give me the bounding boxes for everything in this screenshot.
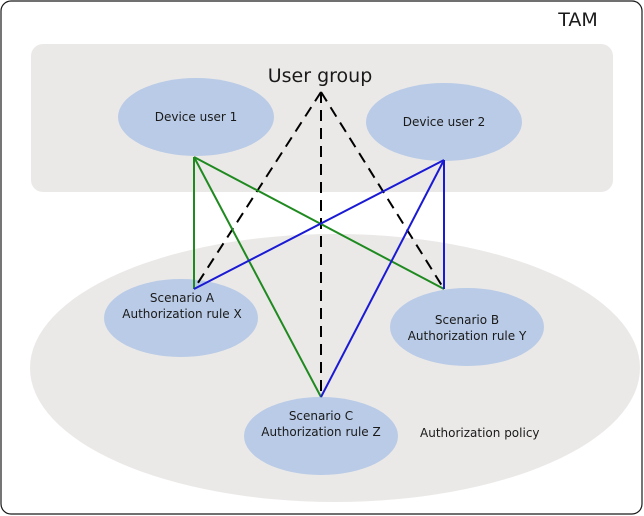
scenario-b-name: Scenario B bbox=[434, 313, 500, 327]
blue-link-device-user-2-scenario-c bbox=[320, 159, 445, 398]
device-user-1-node bbox=[118, 78, 274, 156]
device-user-2-node bbox=[366, 83, 522, 161]
scenario-c-rule: Authorization rule Z bbox=[261, 425, 381, 440]
scenario-a-label: Scenario A Authorization rule X bbox=[104, 290, 260, 322]
device-user-1-label: Device user 1 bbox=[154, 110, 238, 124]
scenario-a-node bbox=[104, 279, 258, 357]
green-link-device-user-1-scenario-b bbox=[193, 156, 445, 290]
scenario-b-label: Scenario B Authorization rule Y bbox=[389, 312, 545, 344]
blue-link-device-user-2-scenario-a bbox=[193, 159, 445, 290]
scenario-c-label: Scenario C Authorization rule Z bbox=[243, 408, 399, 440]
device-user-2-label: Device user 2 bbox=[402, 115, 486, 129]
authorization-policy-label: Authorization policy bbox=[420, 426, 540, 440]
scenario-c-node bbox=[244, 397, 398, 475]
scenario-a-name: Scenario A bbox=[149, 291, 215, 305]
scenario-c-name: Scenario C bbox=[288, 409, 354, 423]
dashed-link-user-group-scenario-b bbox=[320, 91, 445, 290]
green-link-device-user-1-scenario-c bbox=[193, 156, 322, 398]
scenario-b-rule: Authorization rule Y bbox=[407, 329, 527, 344]
user-group-title: User group bbox=[267, 65, 373, 87]
scenario-b-node bbox=[390, 288, 544, 366]
tam-title: TAM bbox=[558, 9, 598, 31]
scenario-a-rule: Authorization rule X bbox=[122, 307, 242, 322]
